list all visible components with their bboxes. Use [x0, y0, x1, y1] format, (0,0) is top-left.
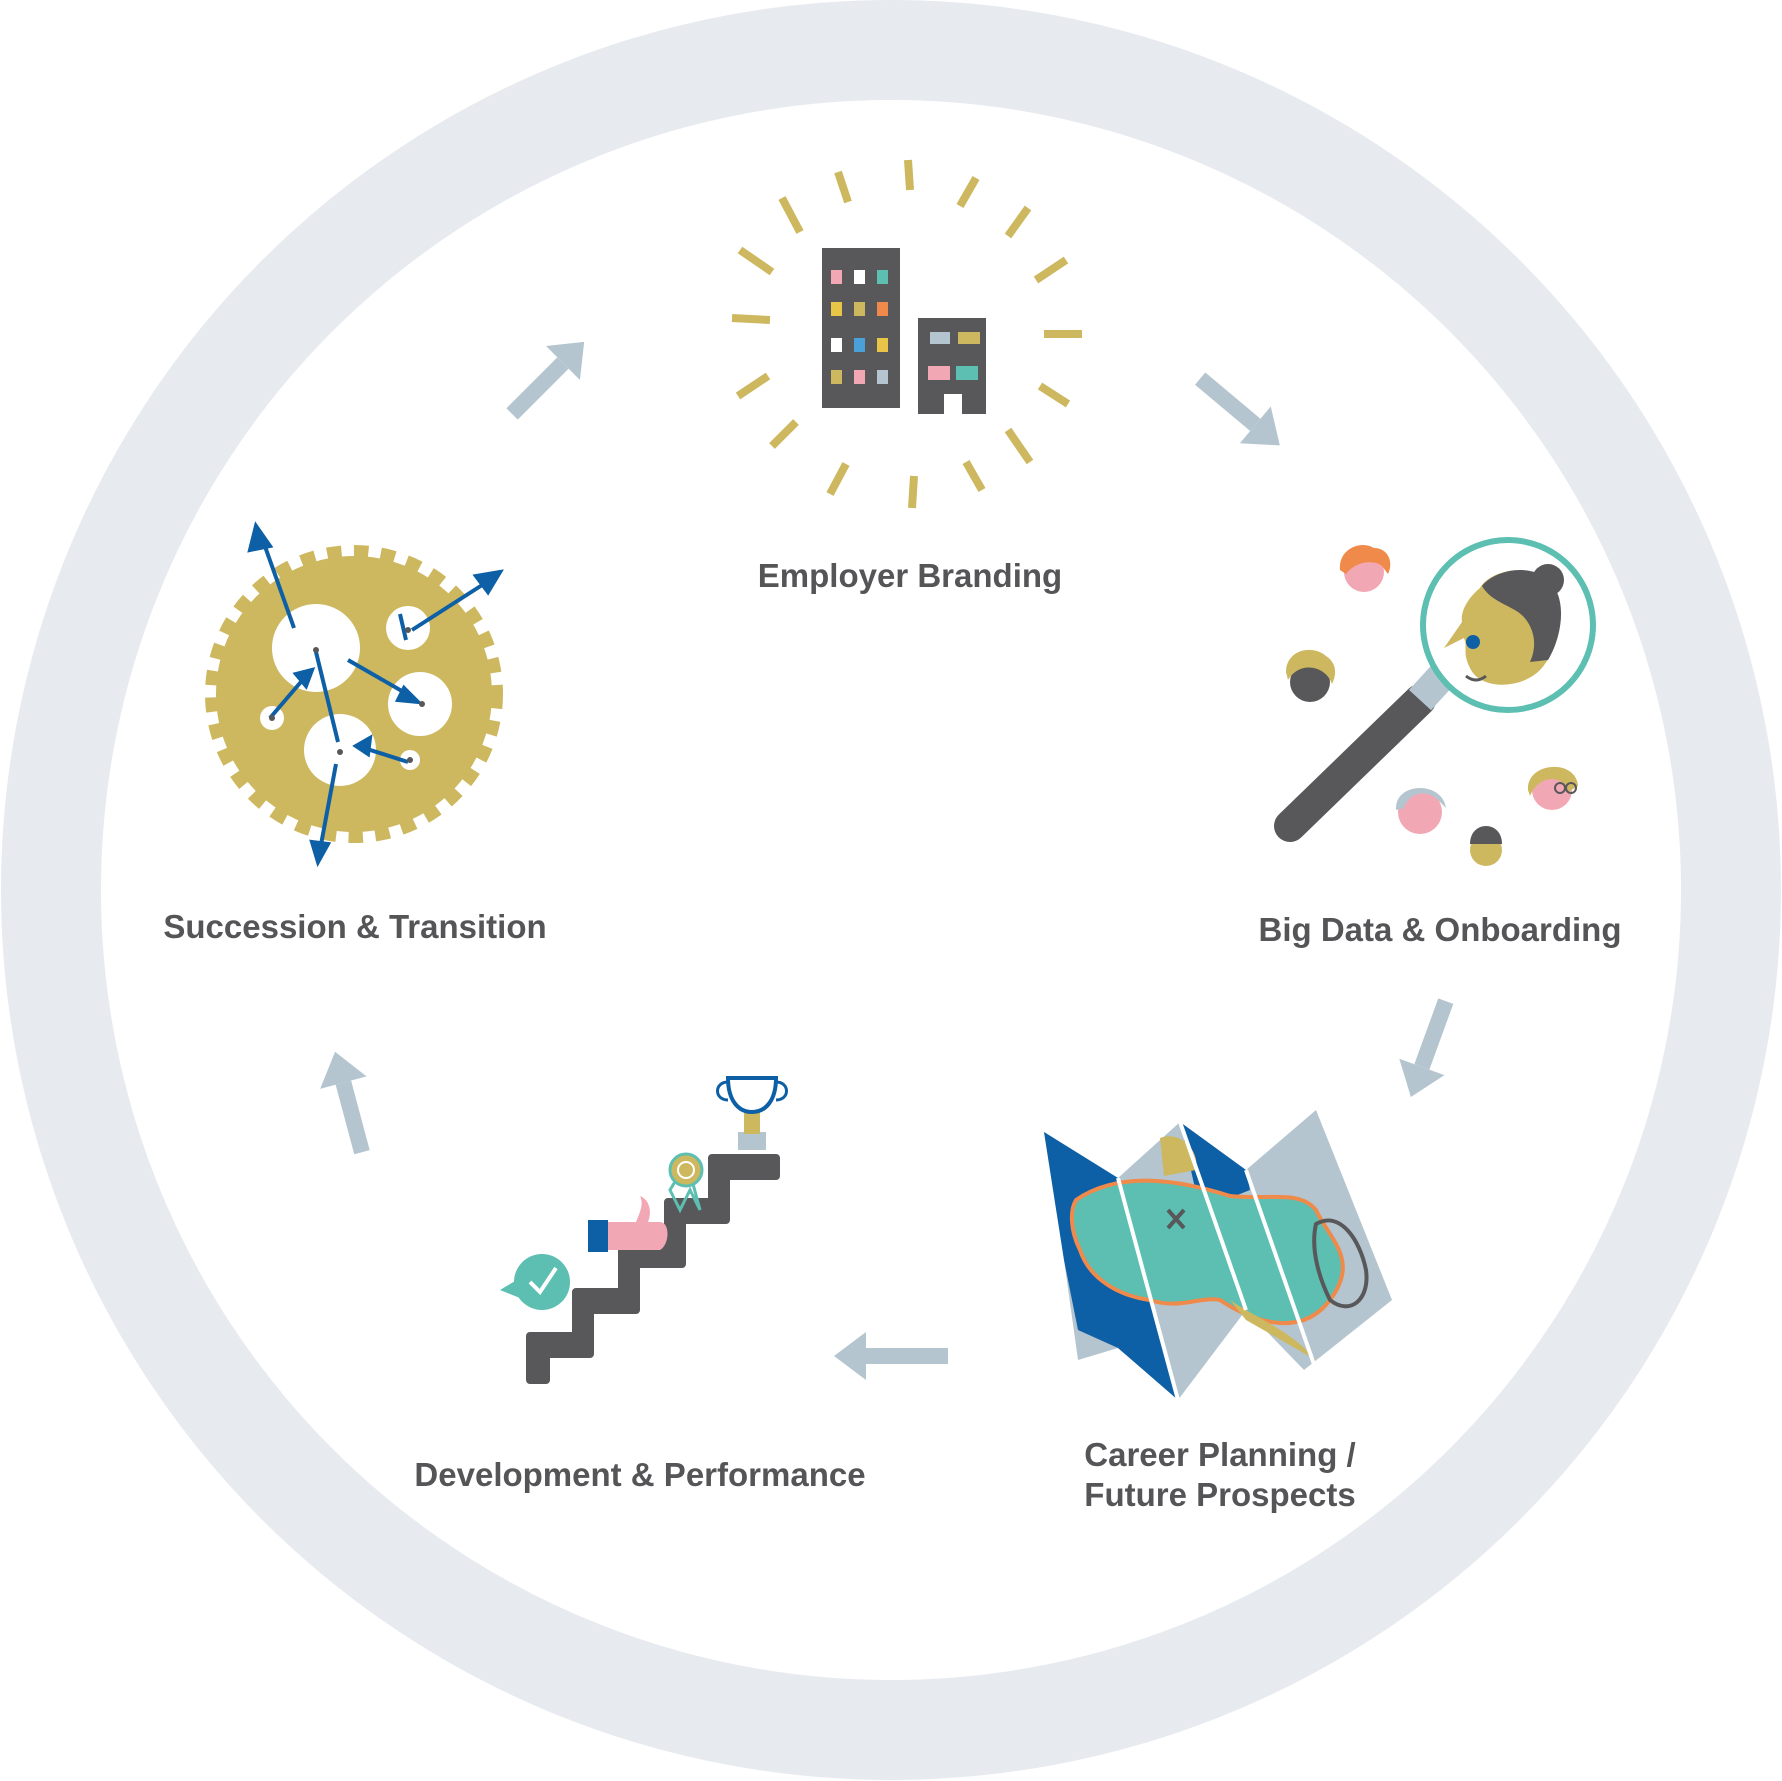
stage-label-big-data-onboarding: Big Data & Onboarding: [1258, 911, 1622, 948]
stage-label-succession-transition: Succession & Transition: [163, 908, 547, 945]
stage-label-career-line1: Career Planning /: [1084, 1436, 1356, 1473]
arrow-to-succession: [320, 1051, 370, 1155]
arrow-to-employer: [506, 341, 585, 420]
gear-network-icon: [205, 521, 504, 868]
stage-label-career-line2: Future Prospects: [1084, 1476, 1356, 1513]
cycle-arrows: [320, 341, 1454, 1380]
arrow-to-development: [834, 1332, 948, 1380]
treasure-map-icon: [1044, 1110, 1392, 1401]
stage-label-development-performance: Development & Performance: [414, 1456, 866, 1493]
stage-label-career-planning: Career Planning / Future Prospects: [1040, 1435, 1400, 1515]
magnifying-glass-people-icon: [1274, 537, 1596, 866]
arrow-to-career: [1399, 998, 1454, 1097]
office-buildings-icon: [731, 159, 1082, 509]
stage-label-employer-branding: Employer Branding: [757, 557, 1063, 594]
arrow-to-bigdata: [1195, 372, 1280, 446]
staircase-trophy-icon: [500, 1076, 788, 1384]
